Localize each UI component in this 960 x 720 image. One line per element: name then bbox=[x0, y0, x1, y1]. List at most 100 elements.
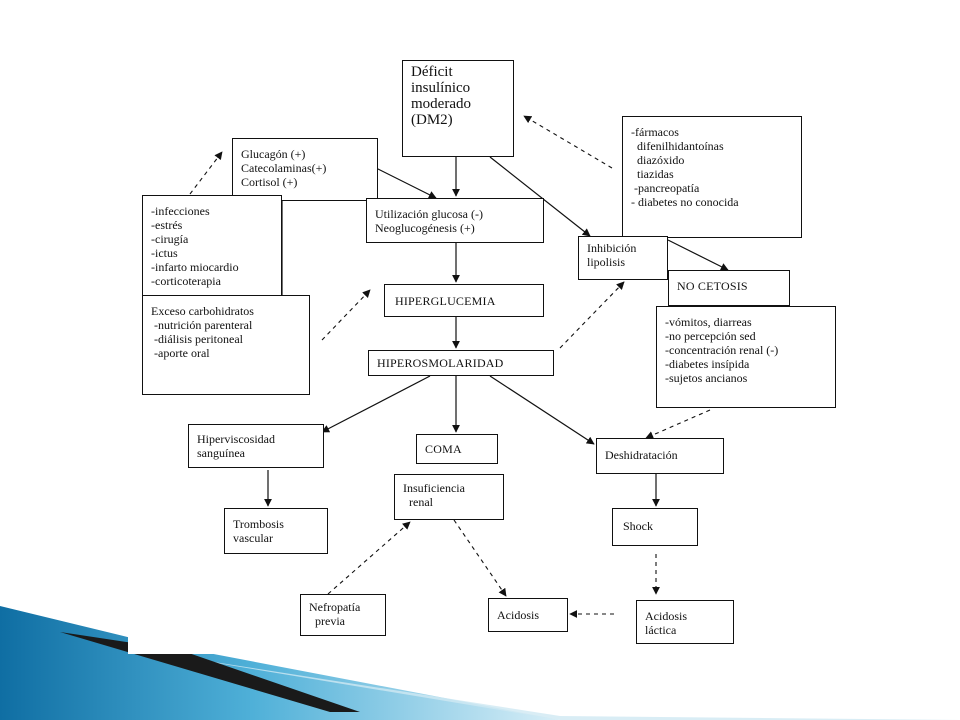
node-text-line: Deshidratación bbox=[605, 448, 678, 462]
node-text-line: HIPERGLUCEMIA bbox=[395, 294, 496, 308]
node-shock: Shock bbox=[612, 508, 698, 546]
node-text-line: -nutrición parenteral bbox=[151, 318, 253, 332]
node-renal-failure-lines: Insuficiencia renal bbox=[403, 481, 497, 509]
node-text-line: Neoglucogénesis (+) bbox=[375, 221, 475, 235]
node-text-line: -diabetes insípida bbox=[665, 357, 750, 371]
node-hiperosmolaridad: HIPEROSMOLARIDAD bbox=[368, 350, 554, 376]
node-text-line: Acidosis bbox=[497, 608, 539, 622]
node-text-line: -diálisis peritoneal bbox=[151, 332, 243, 346]
dashed-renal-acidosis bbox=[453, 519, 507, 597]
node-text-line: -aporte oral bbox=[151, 346, 210, 360]
node-text-line: -no percepción sed bbox=[665, 329, 756, 343]
dashed-hyperosmolarity-lipolysis bbox=[559, 281, 625, 349]
dashed-causes-dehydration bbox=[645, 409, 711, 439]
node-text-line: -vómitos, diarreas bbox=[665, 315, 752, 329]
node-hyperglycemia-lines: HIPERGLUCEMIA bbox=[395, 294, 537, 308]
node-text-line: NO CETOSIS bbox=[677, 279, 748, 293]
node-text-line: tiazidas bbox=[631, 167, 674, 181]
node-hyperosmolarity-lines: HIPEROSMOLARIDAD bbox=[377, 356, 547, 370]
node-acidosis: Acidosis bbox=[488, 598, 568, 632]
node-desencadenantes: -infecciones-estrés-cirugía-ictus-infart… bbox=[142, 195, 282, 297]
node-text-line: Inhibición bbox=[587, 241, 637, 255]
node-text-line: COMA bbox=[425, 442, 462, 456]
node-text-line: -fármacos bbox=[631, 125, 679, 139]
node-acidosis-lines: Acidosis bbox=[497, 608, 561, 622]
node-text-line: - diabetes no conocida bbox=[631, 195, 739, 209]
node-text-line: Trombosis bbox=[233, 517, 284, 531]
node-exceso-carbohidratos: Exceso carbohidratos -nutrición parenter… bbox=[142, 295, 310, 395]
node-text-line: moderado bbox=[411, 96, 471, 112]
node-text-line: previa bbox=[309, 614, 345, 628]
node-nephropathy-lines: Nefropatía previa bbox=[309, 600, 379, 628]
node-text-line: -infecciones bbox=[151, 204, 210, 218]
node-text-line: Glucagón (+) bbox=[241, 147, 306, 161]
node-insuficiencia-renal: Insuficiencia renal bbox=[394, 474, 504, 520]
node-text-line: HIPEROSMOLARIDAD bbox=[377, 356, 504, 370]
dashed-triggers-hormones bbox=[189, 151, 223, 195]
node-shock-lines: Shock bbox=[623, 519, 691, 533]
node-coma: COMA bbox=[416, 434, 498, 464]
node-hormonas: Glucagón (+)Catecolaminas(+)Cortisol (+) bbox=[232, 138, 378, 201]
node-text-line: Shock bbox=[623, 519, 653, 533]
node-text-line: -sujetos ancianos bbox=[665, 371, 748, 385]
node-text-line: Cortisol (+) bbox=[241, 175, 298, 189]
deco-blue-swoosh bbox=[0, 606, 560, 720]
arrow-hyperosmolarity-hyperviscosity bbox=[321, 375, 431, 433]
node-nefropatia-previa: Nefropatía previa bbox=[300, 594, 386, 636]
node-text-line: Déficit bbox=[411, 64, 453, 80]
node-text-line: Exceso carbohidratos bbox=[151, 304, 254, 318]
dashed-carbs-hyperglycemia bbox=[321, 289, 371, 341]
node-text-line: (DM2) bbox=[411, 112, 453, 128]
arrow-hormones-utilization bbox=[375, 167, 437, 199]
node-text-line: renal bbox=[403, 495, 433, 509]
dashed-drugs-deficit bbox=[523, 115, 613, 169]
node-text-line: Insuficiencia bbox=[403, 481, 465, 495]
node-farmacos: -fármacos difenilhidantoínas diazóxido t… bbox=[622, 116, 802, 238]
node-text-line: -infarto miocardio bbox=[151, 260, 239, 274]
node-text-line: insulínico bbox=[411, 80, 471, 96]
node-deshidratacion: Deshidratación bbox=[596, 438, 724, 474]
node-drugs-lines: -fármacos difenilhidantoínas diazóxido t… bbox=[631, 125, 795, 209]
node-dehydration-causes-lines: -vómitos, diarreas-no percepción sed-con… bbox=[665, 315, 829, 385]
node-text-line: sanguínea bbox=[197, 446, 245, 460]
node-hiperglucemia: HIPERGLUCEMIA bbox=[384, 284, 544, 317]
node-text-line: láctica bbox=[645, 623, 677, 637]
node-text-line: -cirugía bbox=[151, 232, 189, 246]
node-text-line: Catecolaminas(+) bbox=[241, 161, 327, 175]
node-utilizacion-glucosa: Utilización glucosa (-)Neoglucogénesis (… bbox=[366, 198, 544, 243]
node-text-line: -concentración renal (-) bbox=[665, 343, 779, 357]
node-text-line: -estrés bbox=[151, 218, 183, 232]
node-text-line: Hiperviscosidad bbox=[197, 432, 275, 446]
node-text-line: vascular bbox=[233, 531, 273, 545]
arrow-lipolysis-noketosis bbox=[667, 239, 729, 271]
node-text-line: Utilización glucosa (-) bbox=[375, 207, 483, 221]
node-coma-lines: COMA bbox=[425, 442, 491, 456]
node-text-line: Acidosis bbox=[645, 609, 687, 623]
node-text-line: lipolisis bbox=[587, 255, 626, 269]
node-hormones-lines: Glucagón (+)Catecolaminas(+)Cortisol (+) bbox=[241, 147, 371, 189]
node-text-line: Nefropatía bbox=[309, 600, 361, 614]
node-text-line: diazóxido bbox=[631, 153, 685, 167]
node-carbs-lines: Exceso carbohidratos -nutrición parenter… bbox=[151, 304, 303, 360]
node-triggers-lines: -infecciones-estrés-cirugía-ictus-infart… bbox=[151, 204, 275, 288]
node-text-line: -ictus bbox=[151, 246, 178, 260]
node-causas-deshidratacion: -vómitos, diarreas-no percepción sed-con… bbox=[656, 306, 836, 408]
node-utilization-lines: Utilización glucosa (-)Neoglucogénesis (… bbox=[375, 207, 537, 235]
arrow-deficit-lipolysis bbox=[489, 156, 591, 237]
node-no-ketosis-lines: NO CETOSIS bbox=[677, 279, 783, 293]
node-text-line: -pancreopatía bbox=[631, 181, 700, 195]
node-dehydration-lines: Deshidratación bbox=[605, 448, 717, 462]
node-text-line: difenilhidantoínas bbox=[631, 139, 724, 153]
